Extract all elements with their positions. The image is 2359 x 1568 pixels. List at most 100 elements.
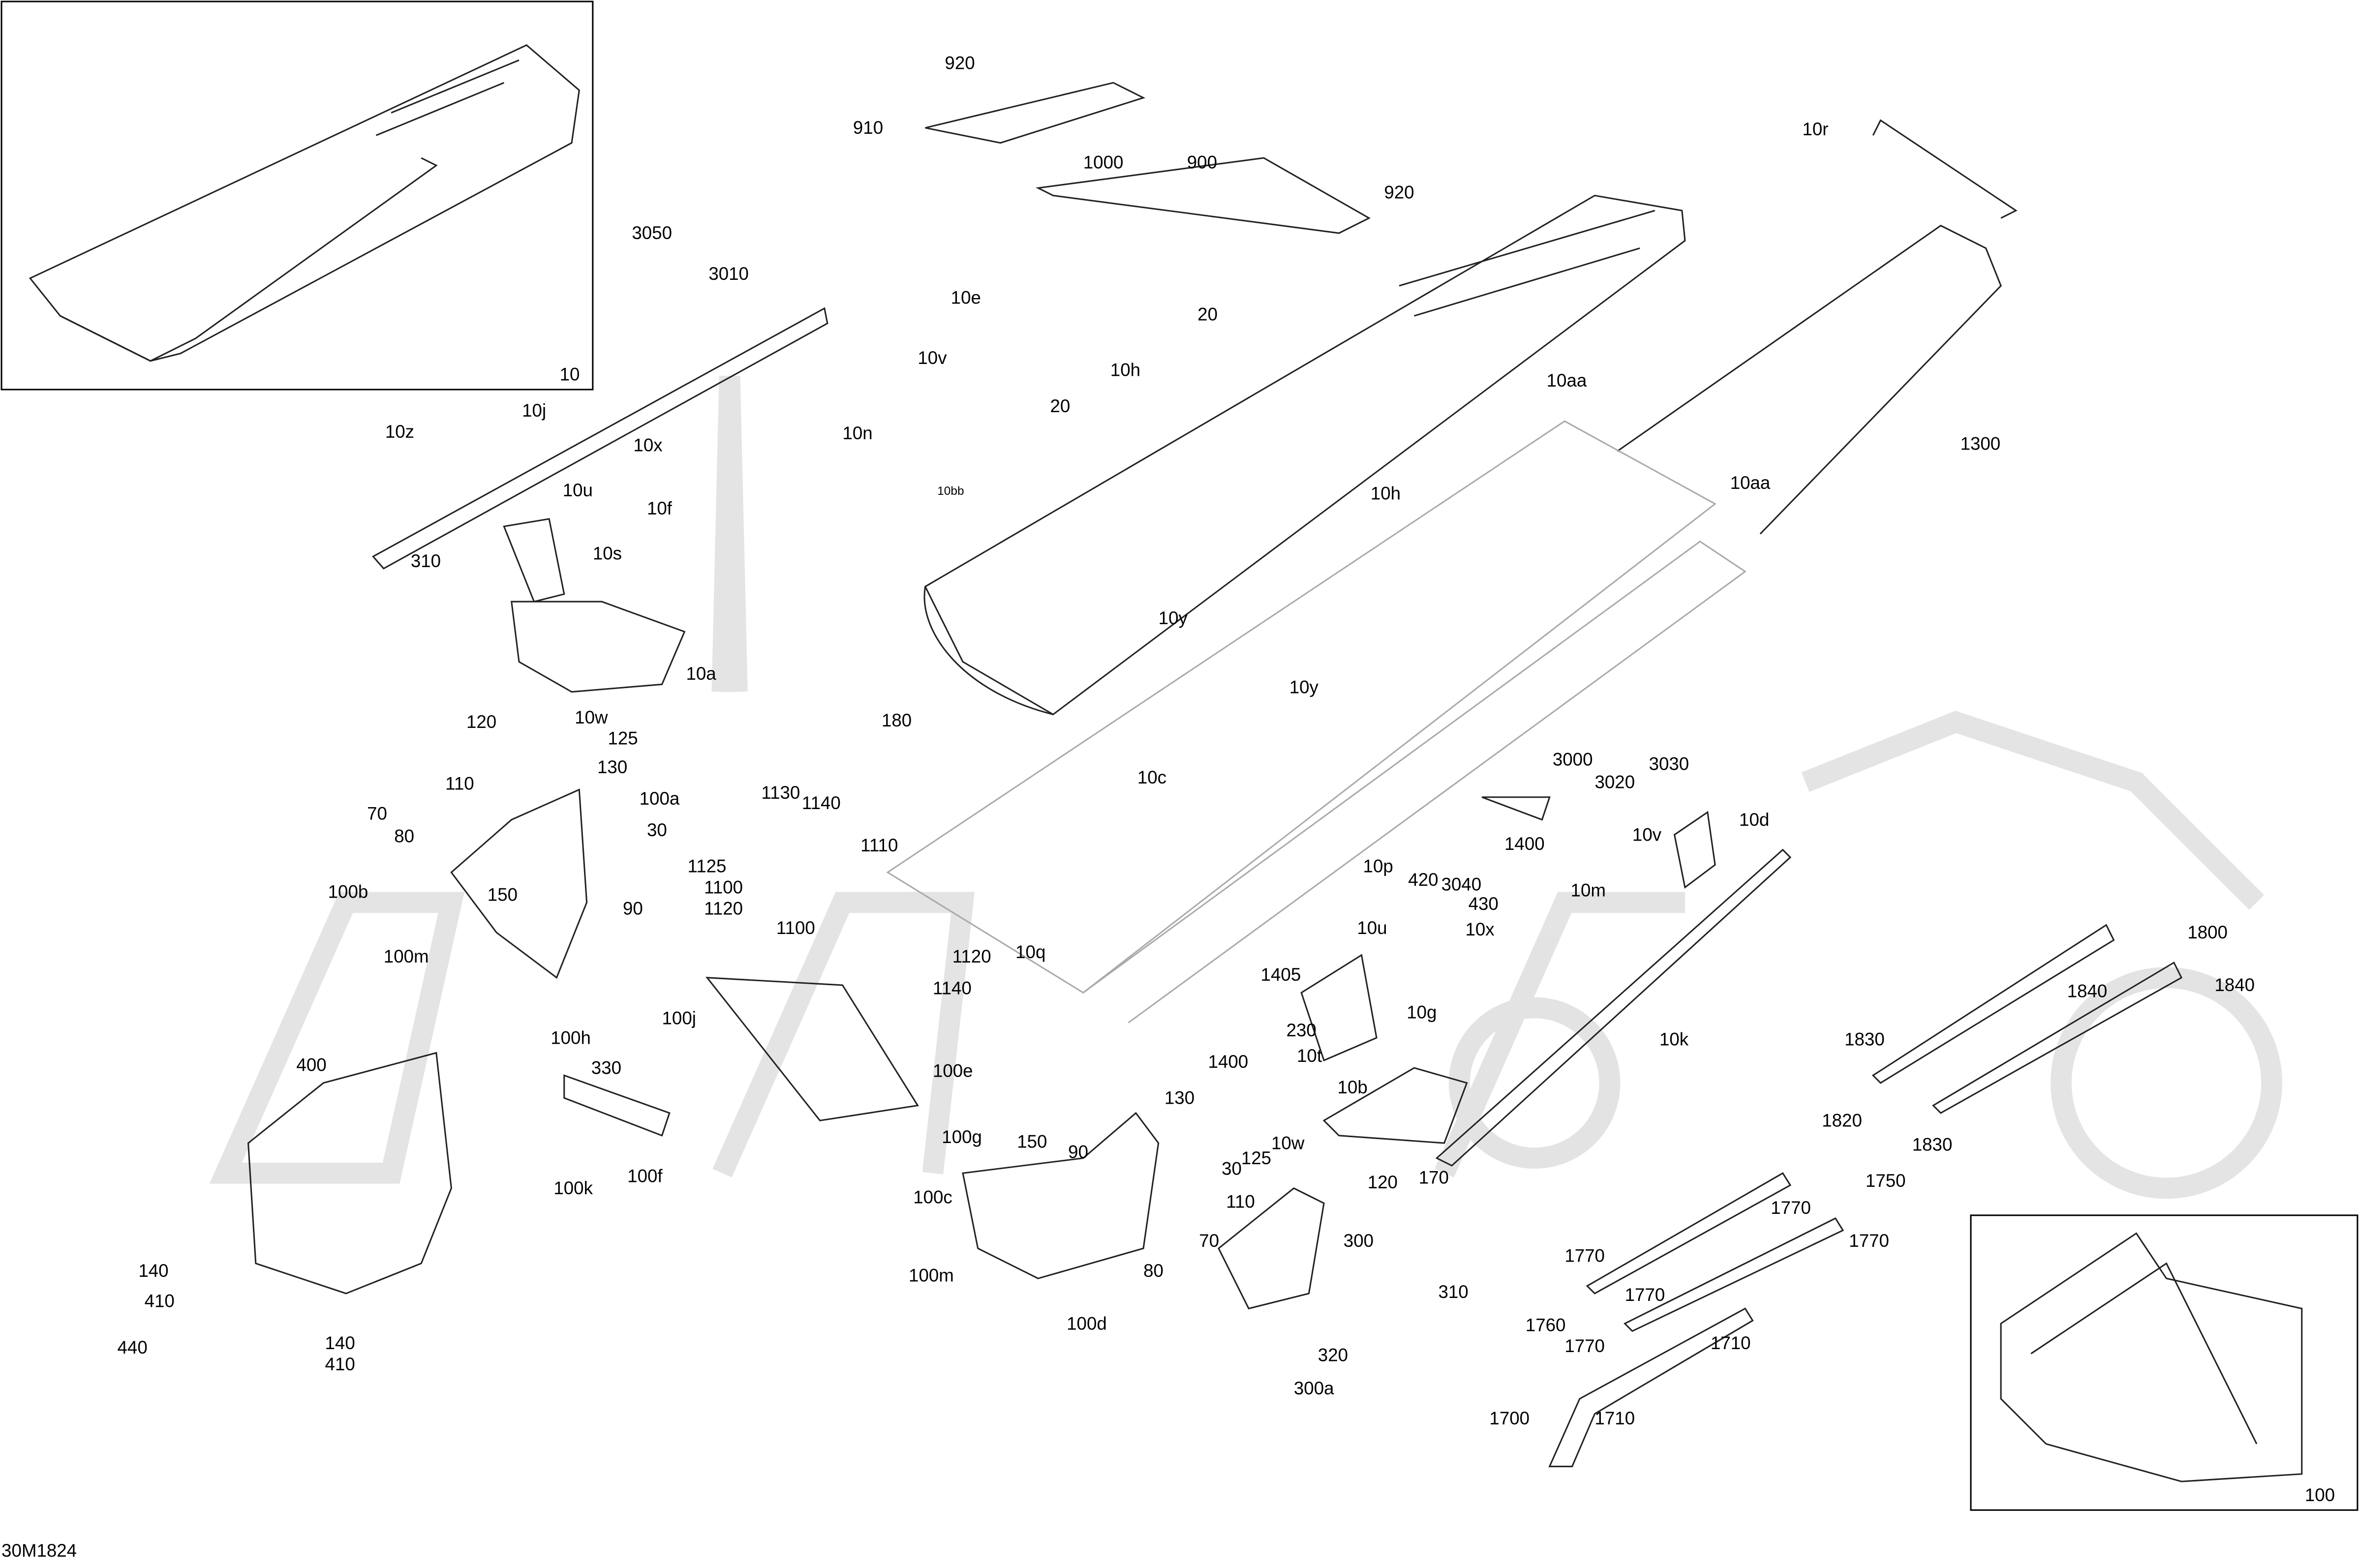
callout-label: 1820 [1822,1110,1862,1131]
callout-label: 130 [1164,1087,1195,1109]
callout-label: 330 [591,1057,622,1079]
frame-parts-drawing [247,518,1716,1310]
tunnel-drawing [923,194,1686,716]
callout-label: 1840 [2067,980,2108,1002]
callout-label: 1760 [1525,1314,1566,1336]
callout-label: 10p [1363,856,1393,877]
callout-label: 100c [913,1186,952,1208]
callout-label: 100m [383,946,429,967]
callout-label: 1140 [932,977,972,999]
chassis-ghost [886,420,1746,1024]
callout-label: 10aa [1730,472,1771,494]
callout-label: 70 [367,803,388,824]
callout-label: 100m [909,1265,954,1286]
callout-label: 20 [1050,395,1071,417]
callout-label: 110 [1226,1191,1255,1212]
callout-label: 100h [551,1027,591,1049]
callout-label: 125 [1241,1147,1272,1169]
side-rails-drawing [1435,848,2183,1468]
inset-label: 10 [559,364,580,385]
callout-label: 150 [487,884,518,905]
callout-label: 80 [394,825,415,847]
callout-label: 80 [1143,1260,1164,1282]
callout-label: 10g [1407,1001,1437,1023]
callout-label: 1770 [1564,1335,1605,1357]
callout-label: 10e [950,287,981,308]
callout-label: 10x [633,434,663,456]
callout-label: 10v [1632,824,1662,845]
callout-label: 10v [918,347,947,369]
callout-label: 10x [1465,919,1495,940]
callout-label: 100d [1067,1313,1107,1334]
callout-label: 10z [385,421,415,443]
callout-label: 10u [1357,917,1387,939]
callout-label: 300a [1293,1378,1334,1399]
callout-label: 10aa [1546,370,1587,392]
callout-label: 10j [522,400,547,422]
callout-label: 1400 [1208,1051,1249,1073]
callout-label: 1120 [952,946,991,967]
callout-label: 90 [623,898,643,919]
callout-label: 20 [1197,303,1218,325]
callout-label: 10h [1110,359,1141,381]
callout-label: 125 [608,728,638,749]
callout-label: 90 [1068,1142,1089,1163]
callout-label: 1100 [704,876,743,898]
callout-label: 10q [1015,941,1046,963]
callout-label: 920 [1384,182,1414,203]
callout-label: 140 [138,1260,169,1282]
callout-label: 120 [466,711,497,733]
callout-label: 1405 [1260,964,1301,985]
callout-label: 320 [1317,1344,1348,1366]
callout-label: 100e [932,1060,973,1082]
callout-label: 1140 [801,792,841,814]
rear-bumper-drawing [1617,119,2018,535]
callout-label: 1700 [1489,1408,1530,1429]
callout-label: 10h [1370,482,1401,504]
watermark [209,375,2282,1199]
callout-label: 180 [881,710,912,731]
upper-rails-drawing [371,82,1371,570]
callout-label: 10n [842,422,873,444]
callout-label: 1100 [776,917,815,939]
inset-front-frame-drawing [2000,1232,2303,1482]
callout-label: 1710 [1710,1332,1751,1354]
callout-label: 10y [1158,607,1188,629]
callout-label: 410 [144,1290,175,1312]
callout-label: 10k [1659,1028,1689,1050]
callout-label: 10f [646,498,672,519]
callout-label: 3040 [1441,874,1482,895]
callout-label: 10c [1137,767,1167,788]
inset-frame-100 [1970,1214,2359,1511]
callout-label: 1800 [2187,922,2228,943]
callout-label: 310 [1438,1281,1469,1303]
callout-label: 10b [1337,1077,1368,1098]
callout-label: 140 [325,1332,355,1354]
callout-label: 1770 [1849,1230,1889,1252]
callout-label: 100j [662,1007,696,1029]
callout-label: 170 [1418,1167,1449,1188]
callout-label: 3050 [632,222,673,244]
callout-label: 10r [1802,119,1829,140]
callout-label: 150 [1017,1131,1047,1152]
callout-label: 100a [639,788,680,810]
callout-label: 420 [1408,869,1439,891]
callout-label: 1770 [1771,1197,1811,1218]
inset-tunnel-drawing [29,44,580,362]
callout-label: 100g [942,1126,982,1148]
callout-label: 1300 [1960,433,2001,454]
callout-label: 1125 [687,856,727,877]
callout-label: 1830 [1912,1134,1953,1155]
inset-label: 100 [2304,1484,2335,1506]
callout-label: 230 [1286,1020,1317,1041]
inset-frame-10 [0,0,594,391]
callout-label: 900 [1187,151,1218,173]
callout-label: 3030 [1649,754,1689,775]
callout-label: 910 [853,117,884,139]
callout-label: 430 [1468,893,1499,915]
drawing-code: 30M1824 [1,1540,77,1562]
callout-label: 1750 [1865,1170,1906,1191]
callout-label: 1400 [1504,833,1545,854]
